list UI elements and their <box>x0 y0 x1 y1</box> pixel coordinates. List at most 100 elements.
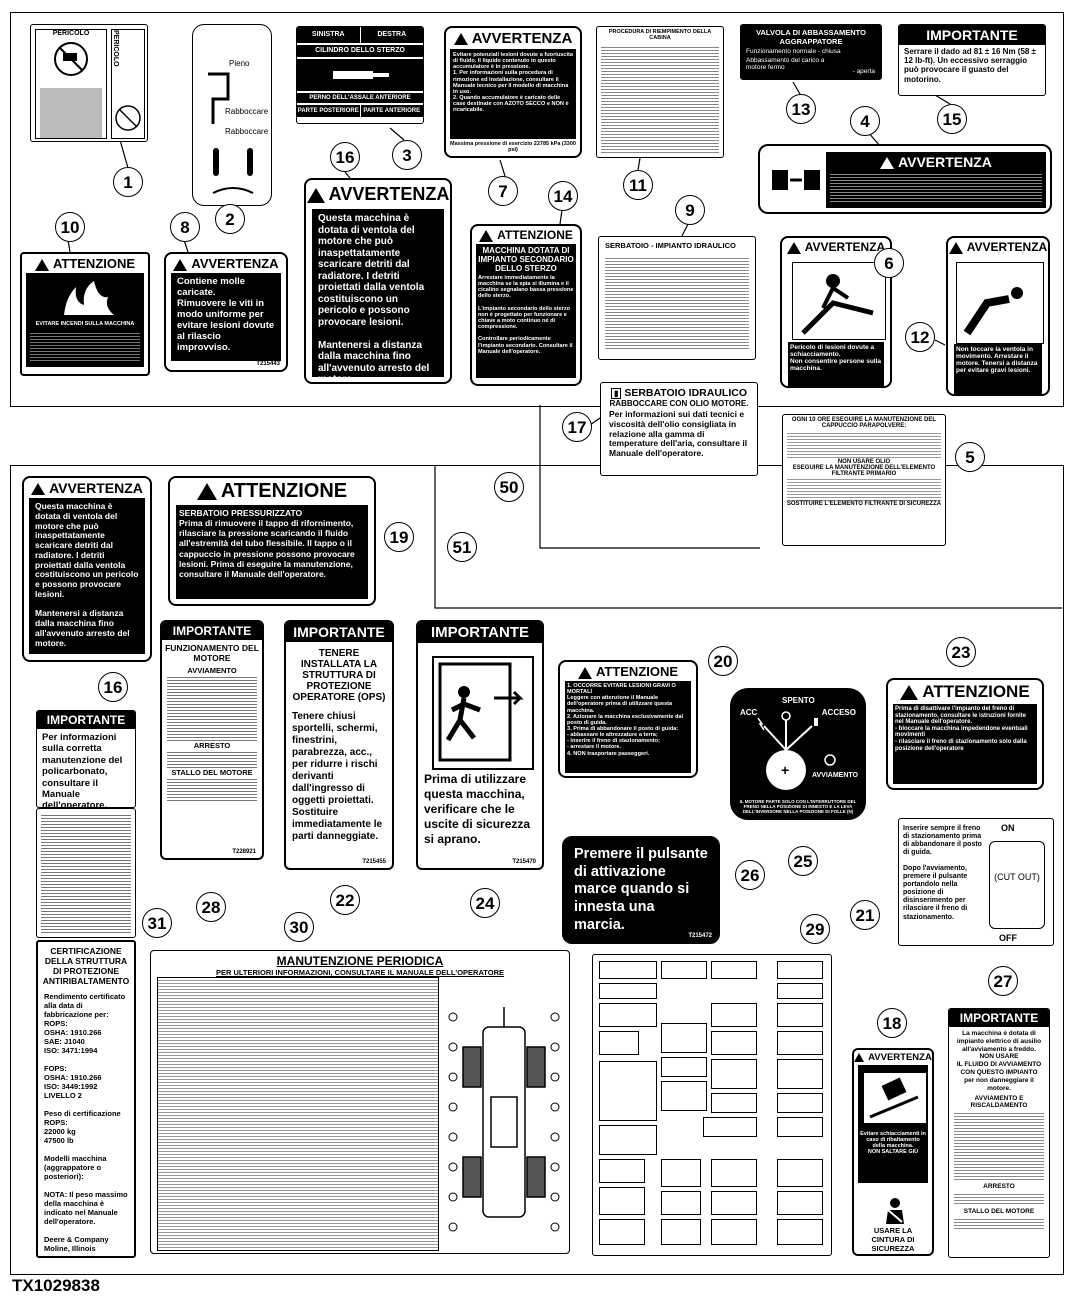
decal-7-footer: Massima pressione di esercizio 22785 kPa… <box>450 141 576 154</box>
decal-9-text <box>605 256 749 350</box>
decal-6-crush-warning: AVVERTENZA Pericolo di lesioni dovute a … <box>780 236 892 388</box>
decal-5-bottom: SOSTITUIRE L'ELEMENTO FILTRANTE DI SICUR… <box>786 501 942 507</box>
decal-9-hydraulic-tank: SERBATOIO - IMPIANTO IDRAULICO <box>598 236 756 360</box>
decal-11-procedure-text <box>601 45 719 155</box>
decal-1-title-b: PERICOLO <box>112 30 119 67</box>
warning-triangle-icon <box>173 258 188 271</box>
decal-13-line2b: - aperta <box>852 68 875 75</box>
figure-code: TX1029838 <box>12 1276 100 1295</box>
decal-10-sub: EVITARE INCENDI SULLA MACCHINA <box>35 321 135 327</box>
callout-9: 9 <box>675 195 705 225</box>
callout-24: 24 <box>470 888 500 918</box>
decal-11-cab-procedure: PROCEDURA DI RIEMPIMENTO DELLA CABINA <box>596 26 724 158</box>
decal-19-body: Prima di rimuovere il tappo di rifornime… <box>179 518 355 579</box>
svg-text:+: + <box>781 762 789 778</box>
decal-22-ops: IMPORTANTE TENERE INSTALLATA LA STRUTTUR… <box>284 620 394 870</box>
decal-19-code: T215488 <box>344 595 368 601</box>
callout-20: 20 <box>708 646 738 676</box>
decal-14-sub: MACCHINA DOTATA DI IMPIANTO SECONDARIO D… <box>478 246 574 273</box>
decal-16a-fan-warning: AVVERTENZA Questa macchina è dotata di v… <box>304 178 452 384</box>
warning-triangle-icon <box>31 483 46 496</box>
machine-top-view-diagram <box>443 977 565 1249</box>
decal-16c-body: Per informazioni sulla corretta manutenz… <box>42 732 123 808</box>
decal-13-line2: Abbassamento del carico a motore fermo <box>746 57 825 71</box>
switch-off-label: OFF <box>999 933 1017 943</box>
decal-9-title: SERBATOIO - IMPIANTO IDRAULICO <box>605 241 736 250</box>
decal-24-body: Prima di utilizzare questa macchina, ver… <box>424 772 531 846</box>
callout-6: 6 <box>874 248 904 278</box>
callout-8: 8 <box>170 212 200 242</box>
decal-15-title: IMPORTANTE <box>899 25 1045 45</box>
decal-28-s2: ARRESTO <box>193 741 231 750</box>
decal-7-title: AVVERTENZA <box>471 30 573 47</box>
decal-11-title: PROCEDURA DI RIEMPIMENTO DELLA CABINA <box>608 29 712 41</box>
callout-13: 13 <box>786 94 816 124</box>
hand-fan-icon <box>963 287 1023 336</box>
callout-11: 11 <box>623 170 653 200</box>
decal-21-park-brake-switch: Inserire sempre il freno di stazionament… <box>898 818 1054 946</box>
decal-5-mid2: ESEGUIRE LA MANUTENZIONE DELL'ELEMENTO F… <box>792 465 936 477</box>
decal-25-footer: IL MOTORE PARTE SOLO CON L'INTERRUTTORE … <box>739 799 857 814</box>
decal-10-fire-attention: ATTENZIONE EVITARE INCENDI SULLA MACCHIN… <box>20 252 150 376</box>
callout-29: 29 <box>800 914 830 944</box>
rops-fine-print <box>41 813 131 933</box>
decal-22-sub: TENERE INSTALLATA LA STRUTTURA DI PROTEZ… <box>292 648 386 703</box>
decal-15-body: Serrare il dado ad 81 ± 16 Nm (58 ± 12 l… <box>904 47 1036 84</box>
decal-23-park-brake: ATTENZIONE Prima di disattivare l'impian… <box>886 678 1044 790</box>
decal-8-code: T215443 <box>256 361 280 367</box>
callout-7: 7 <box>488 176 518 206</box>
decal-6-title: AVVERTENZA <box>804 240 886 254</box>
decal-rops-text <box>36 808 136 938</box>
decal-29-fuse-chart <box>592 954 832 1256</box>
decal-16c-title: IMPORTANTE <box>37 711 135 729</box>
callout-30: 30 <box>284 912 314 942</box>
decal-22-code: T215455 <box>362 859 386 865</box>
ignition-start-label: AVVIAMENTO <box>811 772 858 779</box>
decal-23-body: Prima di disattivare l'impianto del fren… <box>893 704 1037 784</box>
decal-12-body: Non toccare la ventola in movimento. Arr… <box>954 344 1042 394</box>
decal-31-title: CERTIFICAZIONE DELLA STRUTTURA DI PROTEZ… <box>42 946 130 986</box>
warning-triangle-icon <box>948 241 963 254</box>
decal-14-title: ATTENZIONE <box>497 228 573 242</box>
decal-1-pericolo: PERICOLO PERICOLO <box>30 24 148 142</box>
level-refill-label: Rabboccare <box>225 107 269 116</box>
decal-13-lowering-valve: VALVOLA DI ABBASSAMENTO AGGRAPPATORE Fun… <box>740 24 882 80</box>
rollover-icon <box>864 1073 926 1123</box>
slot-icon <box>212 148 254 194</box>
decal-27-body: La macchina è dotata di impianto elettri… <box>956 1030 1042 1092</box>
decal-16b-title: AVVERTENZA <box>49 480 143 496</box>
oil-can-icon: ▮ <box>610 388 622 399</box>
callout-26: 26 <box>735 860 765 890</box>
decal-8-bullet-1: Contiene molle caricate. <box>177 276 246 298</box>
decal-22-title: IMPORTANTE <box>286 622 392 642</box>
warning-triangle-icon <box>34 258 49 271</box>
decal-27-s3: STALLO DEL MOTORE <box>963 1208 1035 1216</box>
decal-8-title: AVVERTENZA <box>191 256 279 271</box>
decal-28-title: IMPORTANTE <box>162 622 262 640</box>
decal-17-title: SERBATOIO IDRAULICO <box>624 387 748 399</box>
side-right-label: DESTRA <box>377 31 407 38</box>
decal-7-accumulator: AVVERTENZA Evitare potenziali lesioni do… <box>444 26 582 158</box>
person-crush-icon <box>801 274 874 335</box>
decal-18-belt: USARE LA CINTURA DI SICUREZZA <box>871 1226 915 1253</box>
callout-15: 15 <box>937 104 967 134</box>
callout-2: 2 <box>215 204 245 234</box>
callout-16-top: 16 <box>330 142 360 172</box>
callout-27: 27 <box>988 966 1018 996</box>
decal-importante-polycarbonate: IMPORTANTE Per informazioni sulla corret… <box>36 710 136 808</box>
group-frame-top <box>10 12 1064 407</box>
decal-10-title: ATTENZIONE <box>52 256 136 271</box>
decal-16b-body: Questa macchina è dotata di ventola del … <box>29 498 145 654</box>
cylinder-icon <box>333 71 389 79</box>
decal-27-s2: ARRESTO <box>983 1183 1015 1191</box>
callout-14: 14 <box>548 181 578 211</box>
callout-50: 50 <box>494 472 524 502</box>
decal-4-title: AVVERTENZA <box>898 154 992 170</box>
decal-28-s3: STALLO DEL MOTORE <box>171 768 253 777</box>
decal-30-sub: PER ULTERIORI INFORMAZIONI, CONSULTARE I… <box>215 968 505 977</box>
decal-17-body: Per informazioni sui dati tecnici e visc… <box>609 409 748 459</box>
fan-warning-icon <box>115 105 141 131</box>
decal-31-rops-cert: CERTIFICAZIONE DELLA STRUTTURA DI PROTEZ… <box>36 940 136 1258</box>
warning-triangle-icon <box>854 1052 865 1062</box>
callout-23: 23 <box>946 637 976 667</box>
